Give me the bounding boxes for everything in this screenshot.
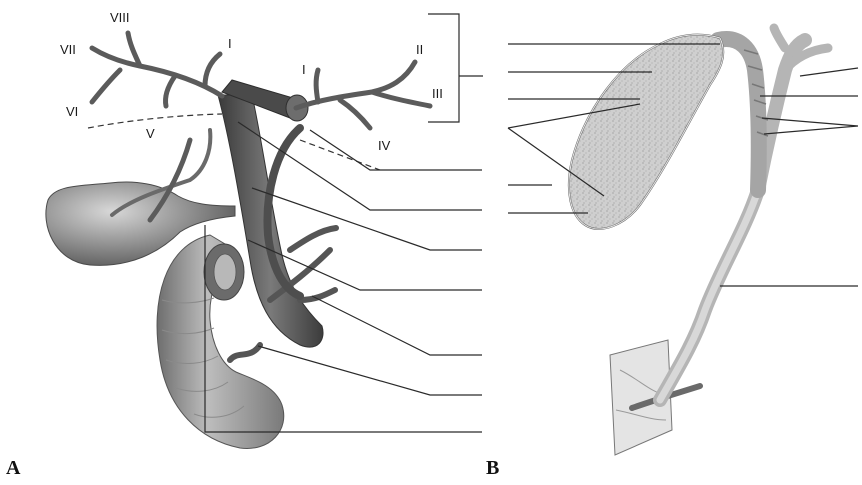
panel-b: B xyxy=(486,28,858,479)
panel-label-a: A xyxy=(6,457,21,479)
segment-label-iv: IV xyxy=(378,138,391,153)
segment-boundary-dashed xyxy=(88,114,222,128)
segment-label-iii: III xyxy=(432,86,443,101)
segment-label-v: V xyxy=(146,126,155,141)
segment-label-vi: VI xyxy=(66,104,78,119)
segment-label-i-left: I xyxy=(228,36,232,51)
segment-boundary-dashed-right xyxy=(300,140,380,170)
segment-label-i-right: I xyxy=(302,62,306,77)
segment-label-viii: VIII xyxy=(110,10,130,25)
segment-bracket xyxy=(428,14,483,122)
panel-a: VIII VII VI V I I II III IV A xyxy=(6,10,483,479)
cystic-duct-b xyxy=(718,39,759,190)
gallbladder-b xyxy=(569,35,723,229)
panel-label-b: B xyxy=(486,457,499,479)
segment-label-vii: VII xyxy=(60,42,76,57)
segment-label-ii: II xyxy=(416,42,423,57)
